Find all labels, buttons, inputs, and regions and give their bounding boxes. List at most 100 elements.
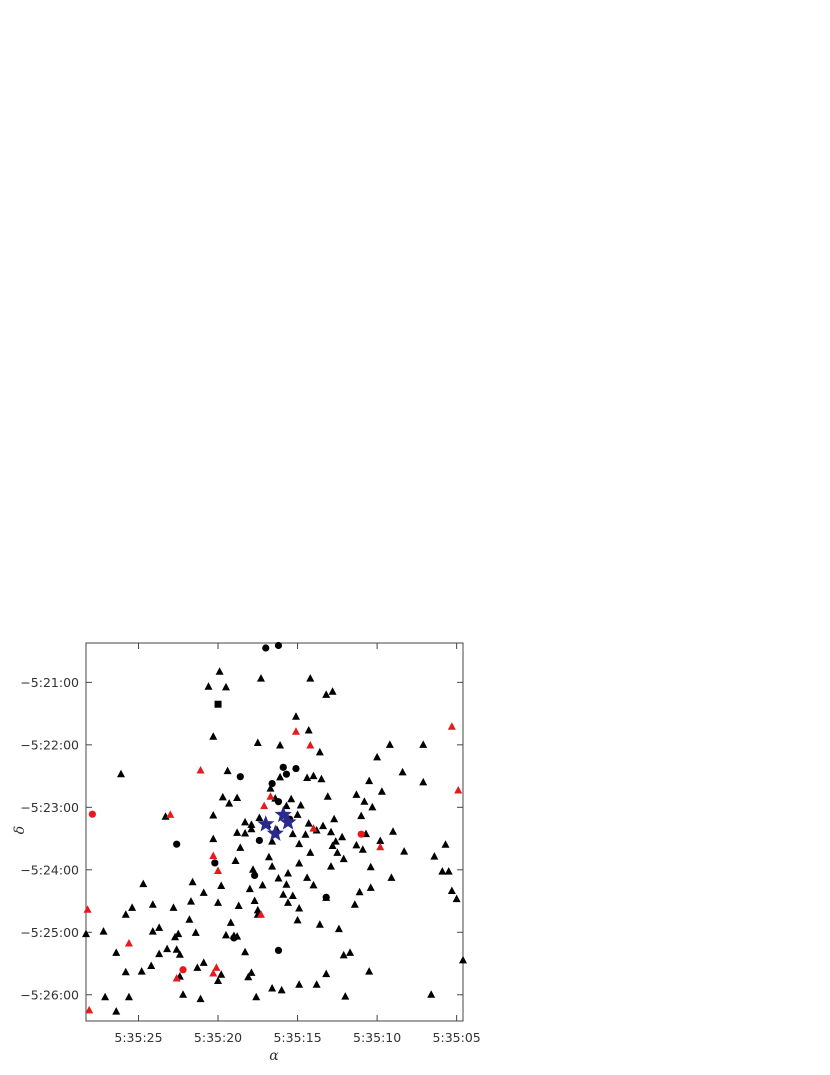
x-tick-label: 5:35:05 xyxy=(433,1030,481,1045)
black-triangle-point xyxy=(459,955,467,964)
black-circle-point xyxy=(274,798,283,806)
black-circle-point xyxy=(268,779,276,788)
black-triangle-point xyxy=(304,725,313,734)
black-triangle-point xyxy=(233,828,242,836)
y-tick-label: −5:22:00 xyxy=(20,737,79,752)
black-circle-point xyxy=(322,893,330,901)
black-triangle-point xyxy=(441,840,450,848)
black-triangle-point xyxy=(268,984,277,992)
black-triangle-point xyxy=(258,880,267,889)
black-triangle-point xyxy=(295,839,304,848)
black-triangle-point xyxy=(225,799,234,807)
red-triangle-point xyxy=(124,939,133,947)
black-triangle-point xyxy=(221,930,230,939)
black-circle-point xyxy=(262,644,270,652)
black-triangle-point xyxy=(284,898,293,906)
black-triangle-point xyxy=(279,890,288,898)
black-triangle-point xyxy=(116,769,125,778)
black-circle-point xyxy=(173,840,181,848)
black-triangle-point xyxy=(352,790,361,798)
black-triangle-point xyxy=(427,990,436,998)
black-triangle-point xyxy=(148,927,157,935)
black-triangle-point xyxy=(252,992,261,1001)
black-triangle-point xyxy=(366,862,375,871)
black-triangle-point xyxy=(365,776,374,785)
black-triangle-point xyxy=(99,927,108,935)
black-triangle-point xyxy=(295,904,304,912)
black-triangle-point xyxy=(101,992,110,1001)
black-triangle-point xyxy=(328,687,337,695)
red-triangle-point xyxy=(309,824,318,832)
black-triangle-point xyxy=(373,752,382,761)
black-circle-point xyxy=(279,763,287,771)
black-triangle-point xyxy=(112,1007,121,1015)
red-triangle-point xyxy=(209,851,218,860)
black-triangle-point xyxy=(186,897,195,905)
red-circle-point xyxy=(357,830,365,838)
black-triangle-point xyxy=(223,766,232,775)
black-circle-point xyxy=(274,946,283,954)
black-triangle-point xyxy=(147,961,156,970)
plot-border xyxy=(85,642,464,1022)
black-triangle-point xyxy=(355,887,364,896)
black-triangle-point xyxy=(217,881,226,890)
blue-star-point xyxy=(266,824,284,841)
black-triangle-point xyxy=(447,886,456,895)
black-triangle-point xyxy=(331,837,340,845)
black-circle-point xyxy=(236,773,244,781)
red-triangle-point xyxy=(260,801,269,810)
black-triangle-point xyxy=(333,848,342,856)
black-triangle-point xyxy=(209,732,218,740)
black-triangle-point xyxy=(438,867,447,875)
y-tick-label: −5:23:00 xyxy=(20,800,79,815)
black-triangle-point xyxy=(430,852,439,860)
black-triangle-point xyxy=(319,821,328,830)
x-tick-label: 5:35:20 xyxy=(194,1030,242,1045)
black-triangle-point xyxy=(137,967,146,975)
black-circle-point xyxy=(282,770,291,778)
blue-star-point xyxy=(257,815,275,832)
black-triangle-point xyxy=(295,859,304,867)
red-triangle-point xyxy=(209,969,218,977)
black-triangle-point xyxy=(306,674,315,682)
y-tick-label: −5:25:00 xyxy=(20,925,79,940)
black-triangle-point xyxy=(301,830,310,838)
black-triangle-point xyxy=(338,832,347,841)
black-circle-point xyxy=(274,641,283,650)
red-triangle-point xyxy=(256,910,265,918)
y-axis: −5:21:00−5:22:00−5:23:00−5:24:00−5:25:00… xyxy=(20,675,463,1002)
black-triangle-point xyxy=(339,950,348,959)
black-circle-point xyxy=(211,859,219,867)
black-triangle-point xyxy=(346,948,355,956)
black-triangle-point xyxy=(317,774,326,783)
black-triangle-point xyxy=(163,944,172,953)
black-triangle-point xyxy=(241,829,250,837)
black-triangle-point xyxy=(306,848,315,856)
black-triangle-point xyxy=(268,862,277,870)
black-triangle-point xyxy=(247,820,256,828)
red-triangle-point xyxy=(214,866,223,875)
black-square-point xyxy=(214,700,222,708)
black-triangle-point xyxy=(277,985,286,994)
black-triangle-point xyxy=(309,771,318,780)
black-triangle-point xyxy=(196,994,205,1003)
black-triangle-point xyxy=(389,827,398,835)
black-circle-point xyxy=(230,934,238,942)
black-triangle-point xyxy=(376,836,385,845)
black-triangle-point xyxy=(276,740,285,749)
data-points xyxy=(82,641,467,1015)
y-tick-label: −5:24:00 xyxy=(20,862,79,877)
black-triangle-point xyxy=(171,932,180,941)
black-triangle-point xyxy=(249,865,258,873)
x-tick-label: 5:35:25 xyxy=(114,1030,162,1045)
black-triangle-point xyxy=(209,834,218,843)
black-triangle-point xyxy=(234,901,243,910)
red-circle-point xyxy=(88,810,96,818)
black-triangle-point xyxy=(112,948,121,956)
black-triangle-point xyxy=(264,852,273,861)
red-triangle-point xyxy=(454,785,463,794)
black-triangle-point xyxy=(296,800,305,809)
black-triangle-point xyxy=(303,873,312,881)
black-triangle-point xyxy=(245,884,254,893)
